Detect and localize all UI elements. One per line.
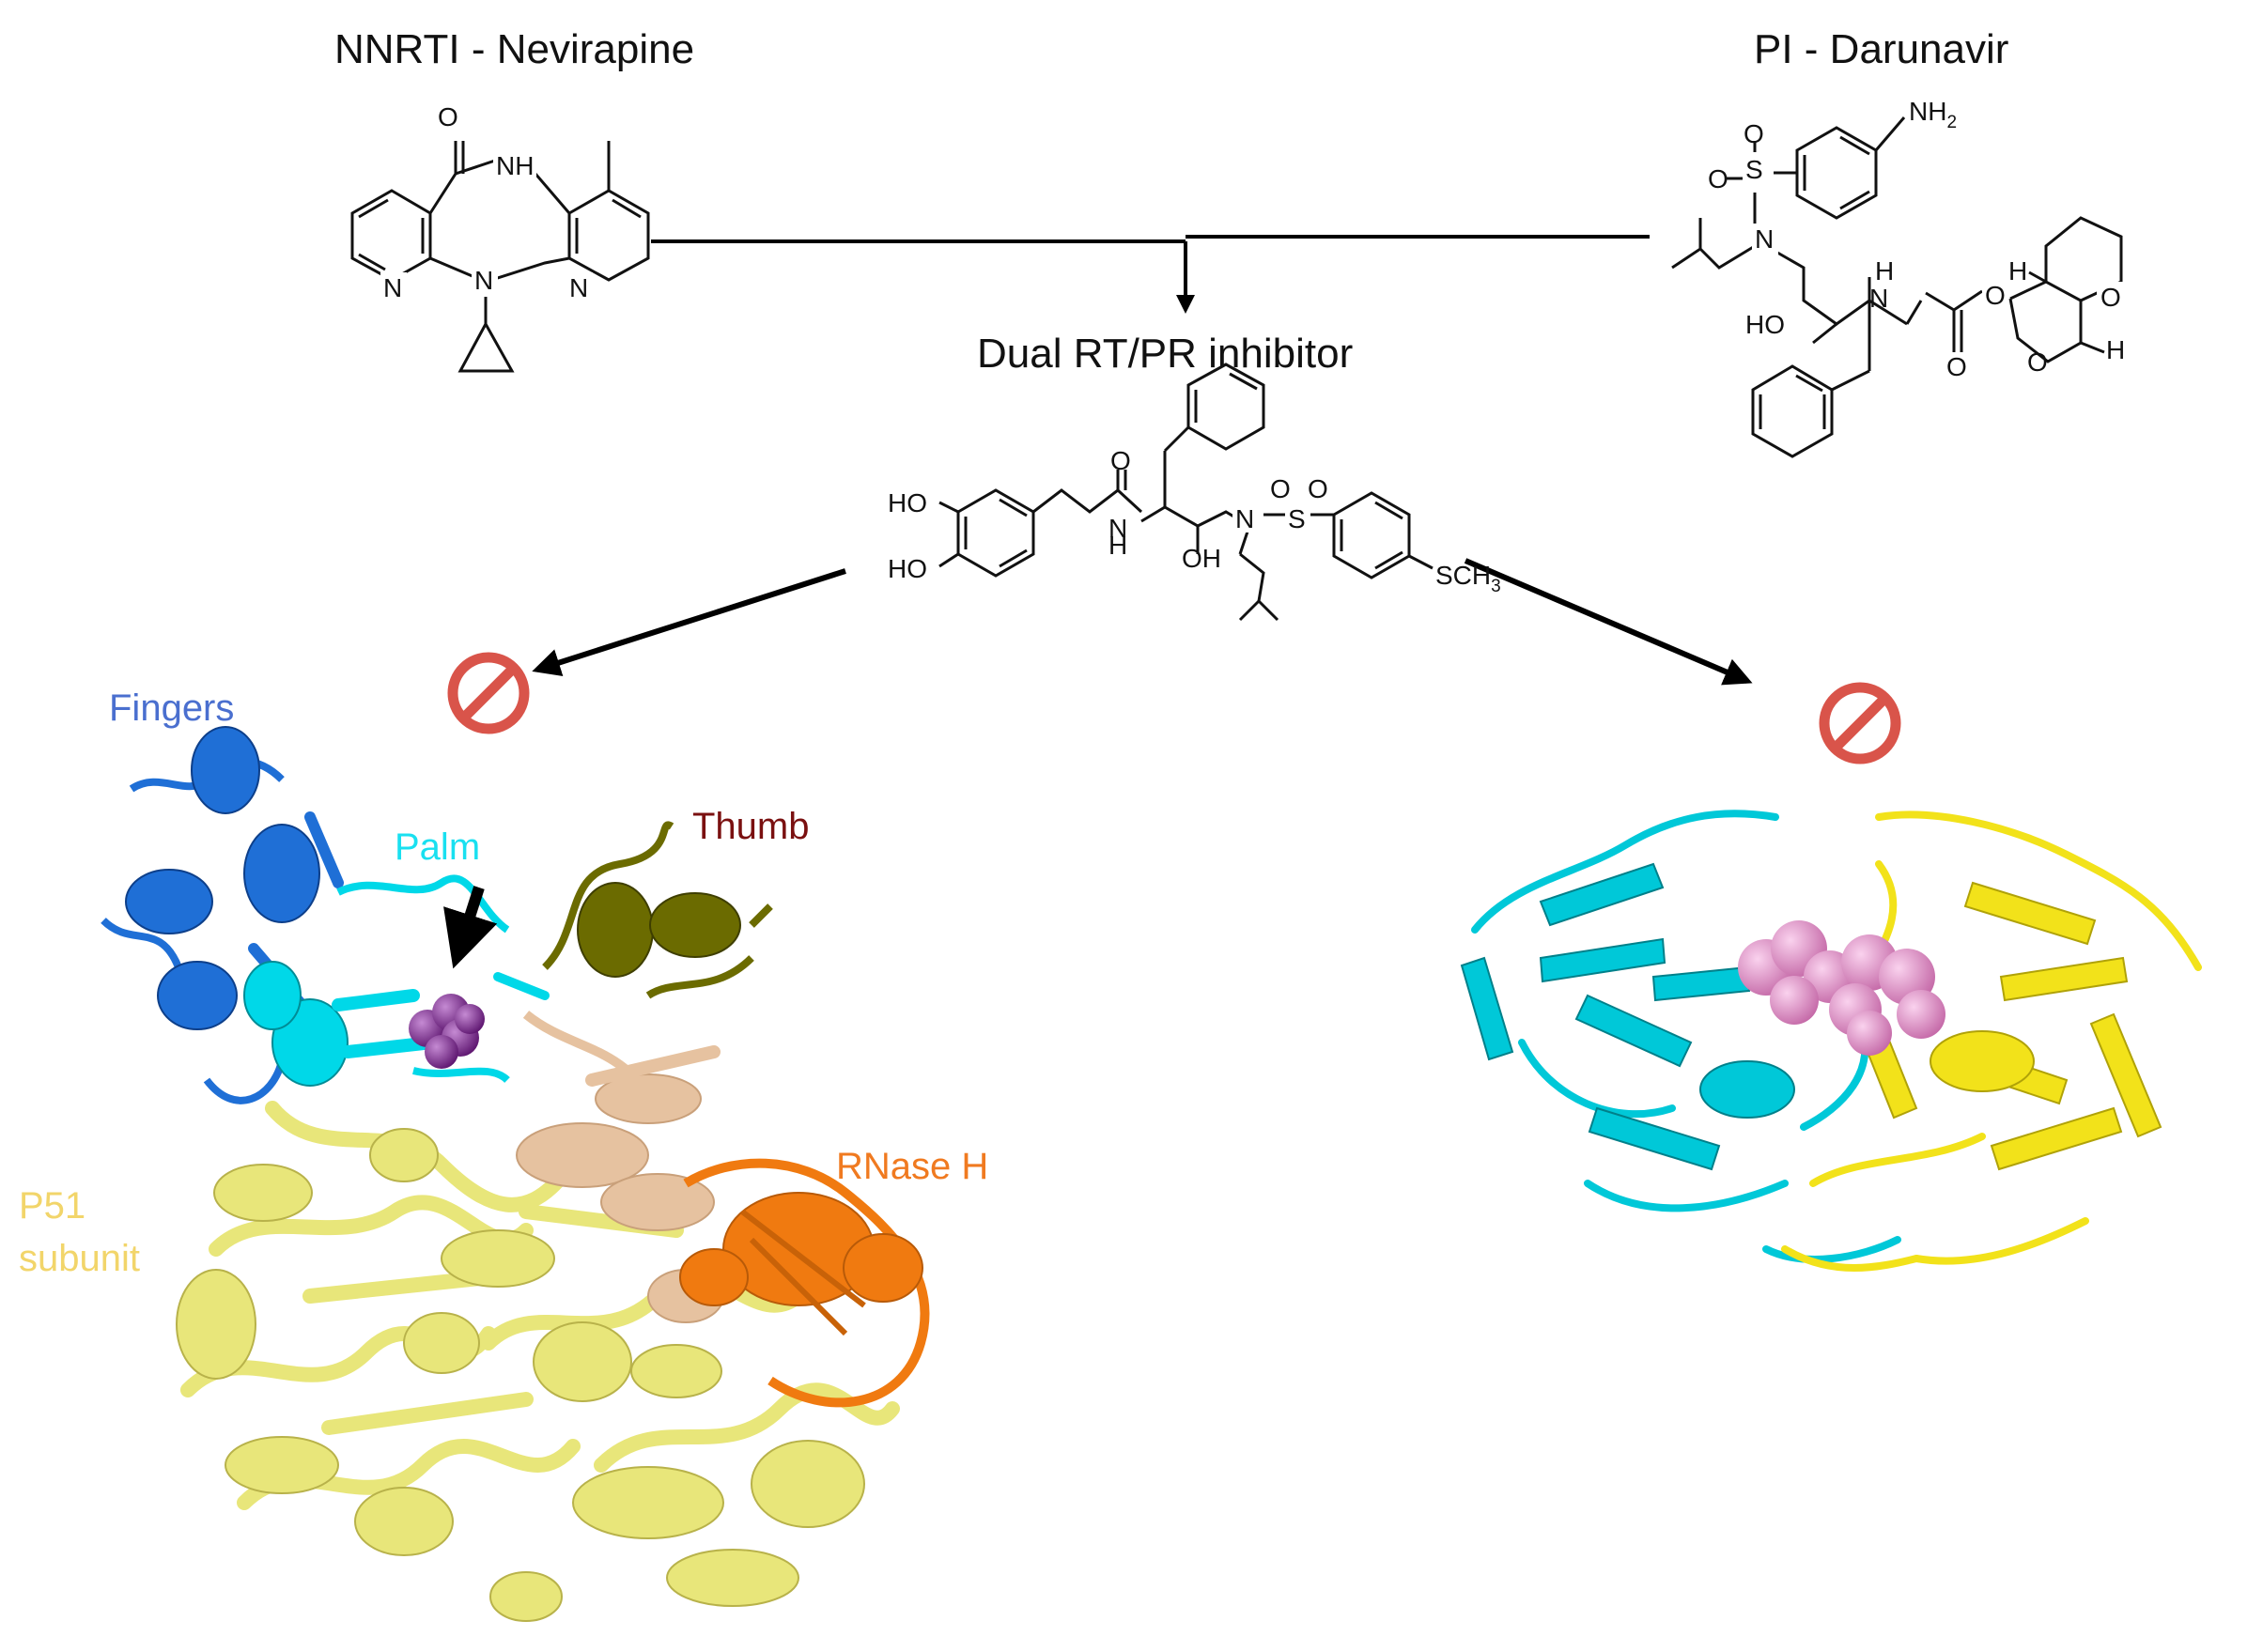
atom-O: O (1270, 474, 1291, 503)
atom-O: O (1985, 281, 2006, 310)
atom-OH: OH (1182, 544, 1221, 573)
nnrti-ligand (409, 994, 485, 1069)
nnrti-title: NNRTI - Nevirapine (334, 26, 695, 72)
fingers-label: Fingers (109, 687, 235, 729)
fingers-domain (101, 726, 344, 1104)
dual-inhibitor-structure (938, 363, 1434, 622)
atom-O: O (2027, 347, 2048, 377)
atom-O: O (1110, 446, 1131, 475)
pi-title: PI - Darunavir (1754, 26, 2009, 72)
atom-O: O (438, 102, 458, 131)
connector-lines (651, 235, 1650, 243)
thumb-label: Thumb (692, 806, 810, 847)
atom-N: N (383, 273, 402, 302)
atom-O: O (1308, 474, 1328, 503)
darunavir-structure (1671, 116, 2123, 458)
atom-N: N (569, 273, 588, 302)
nevirapine-structure (350, 141, 650, 373)
prohibited-icon (1819, 682, 1901, 764)
protease-chain-b-strands (1854, 881, 2162, 1171)
rnase-h-domain (679, 1158, 930, 1408)
reverse-transcriptase-structure (101, 726, 930, 1622)
atom-H: H (1108, 531, 1127, 560)
dual-inhibitor-title: Dual RT/PR inhibitor (977, 331, 1354, 377)
p51-helices (176, 1128, 865, 1622)
protease-chain-b (1781, 811, 2202, 1272)
atom-HO: HO (888, 554, 927, 583)
rnase-h-label: RNase H (836, 1146, 989, 1187)
atom-SCH3: SCH3 (1435, 561, 1501, 596)
atom-N: N (1235, 504, 1254, 533)
atom-NH: NH (496, 151, 534, 180)
nevirapine-atoms: O NH N N N (380, 101, 593, 304)
atom-O: O (1946, 352, 1967, 381)
atom-H: H (2008, 256, 2027, 286)
atom-O: O (1744, 119, 1764, 148)
atom-O: O (2100, 283, 2121, 312)
protease-chain-a-strands (1460, 862, 1795, 1171)
arrow-left-icon (532, 568, 846, 676)
p51-label: P51 (19, 1185, 86, 1227)
pi-ligand (1738, 920, 1945, 1056)
atom-N: N (474, 266, 493, 295)
atom-N: N (1755, 224, 1774, 254)
protease-chain-a (1471, 810, 1901, 1263)
atom-H: H (1875, 256, 1894, 286)
prohibited-icon (447, 652, 530, 734)
atom-N: N (1869, 284, 1888, 313)
pointer-arrow-icon (443, 886, 498, 969)
atom-HO: HO (888, 488, 927, 517)
protease-structure (1460, 810, 2202, 1272)
thumb-domain (542, 821, 773, 999)
atom-NH2: NH2 (1909, 97, 1957, 132)
atom-S: S (1288, 504, 1306, 533)
dual-inhibitor-atoms: HO HO O N H OH N S O O SCH3 (888, 446, 1501, 596)
darunavir-atoms: NH2 S O O N HO H N O O H O O H (1708, 97, 2125, 381)
atom-S: S (1745, 155, 1763, 184)
atom-HO: HO (1745, 310, 1785, 339)
connection-domain (516, 1011, 724, 1323)
p51-subunit-label: subunit (19, 1238, 140, 1279)
palm-label: Palm (395, 826, 481, 868)
atom-H: H (2106, 335, 2125, 364)
atom-O: O (1708, 164, 1728, 193)
atom-N: N (1108, 514, 1127, 543)
arrow-right-icon (1464, 558, 1753, 686)
